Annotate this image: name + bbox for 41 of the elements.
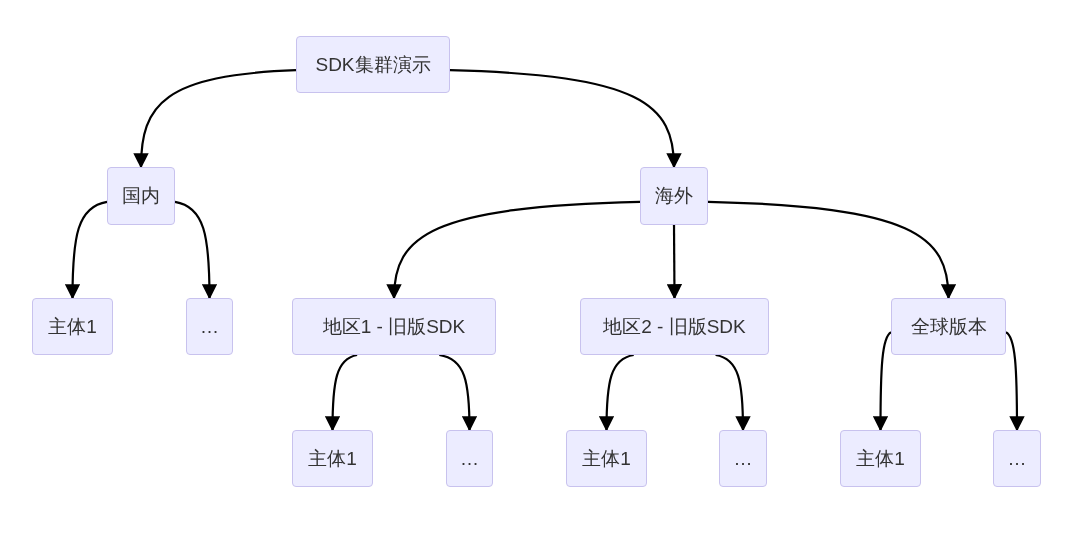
- arrow: [598, 353, 634, 432]
- process-box: [292, 298, 496, 355]
- node-label: 全球版本: [910, 314, 987, 339]
- process-box: [640, 167, 708, 225]
- arrow: [707, 200, 956, 300]
- arrow: [1005, 331, 1025, 432]
- process-box: [32, 298, 113, 355]
- node-label: 地区1 - 旧版SDK: [322, 314, 466, 339]
- node-label: 主体1: [582, 446, 631, 471]
- node-label: 海外: [655, 184, 693, 208]
- node-label: SDK集群演示: [315, 52, 431, 77]
- arrow: [133, 69, 297, 169]
- process-box: [993, 430, 1041, 487]
- process-box: [107, 167, 175, 225]
- arrow: [324, 353, 358, 432]
- process-box: [580, 298, 769, 355]
- process-box: [296, 36, 450, 93]
- process-box: [566, 430, 647, 487]
- node-label: …: [733, 447, 753, 470]
- node-label: …: [1007, 447, 1027, 470]
- node-label: 国内: [122, 184, 160, 208]
- process-box: [840, 430, 921, 487]
- node-label: 地区2 - 旧版SDK: [603, 314, 746, 339]
- node-label: …: [460, 447, 479, 470]
- arrow: [174, 200, 218, 300]
- arrow: [872, 331, 892, 432]
- process-box: [292, 430, 373, 487]
- process-box: [719, 430, 767, 487]
- arrow: [449, 69, 681, 169]
- node-label: 主体1: [48, 314, 97, 339]
- node-label: …: [200, 315, 219, 338]
- process-box: [186, 298, 233, 355]
- arrow: [387, 200, 641, 300]
- arrow: [64, 200, 108, 300]
- arrow: [715, 353, 751, 432]
- node-label: 主体1: [308, 446, 357, 471]
- process-box: [446, 430, 493, 487]
- arrow: [439, 353, 478, 432]
- node-label: 主体1: [856, 446, 905, 471]
- process-box: [891, 298, 1006, 355]
- arrow: [666, 225, 683, 300]
